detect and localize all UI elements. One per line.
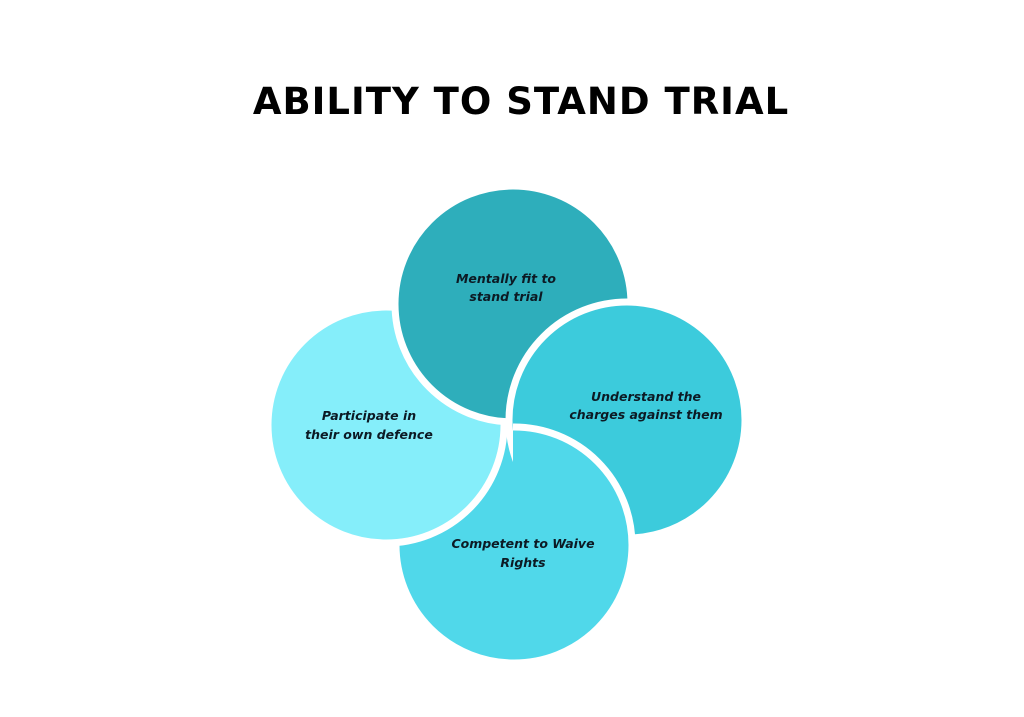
label-participate-line1: Participate in — [322, 408, 416, 423]
label-understand-line2: charges against them — [569, 407, 722, 422]
circle-competent-overlap — [513, 423, 636, 667]
label-competent-line2: Rights — [500, 555, 545, 570]
label-understand-line1: Understand the — [591, 389, 701, 404]
label-mentally-fit-line1: Mentally fit to — [456, 271, 556, 286]
label-participate-line2: their own defence — [305, 427, 433, 442]
diagram-title: ABILITY TO STAND TRIAL — [252, 80, 790, 123]
label-mentally-fit-line2: stand trial — [469, 289, 543, 304]
label-competent-line1: Competent to Waive — [451, 536, 594, 551]
